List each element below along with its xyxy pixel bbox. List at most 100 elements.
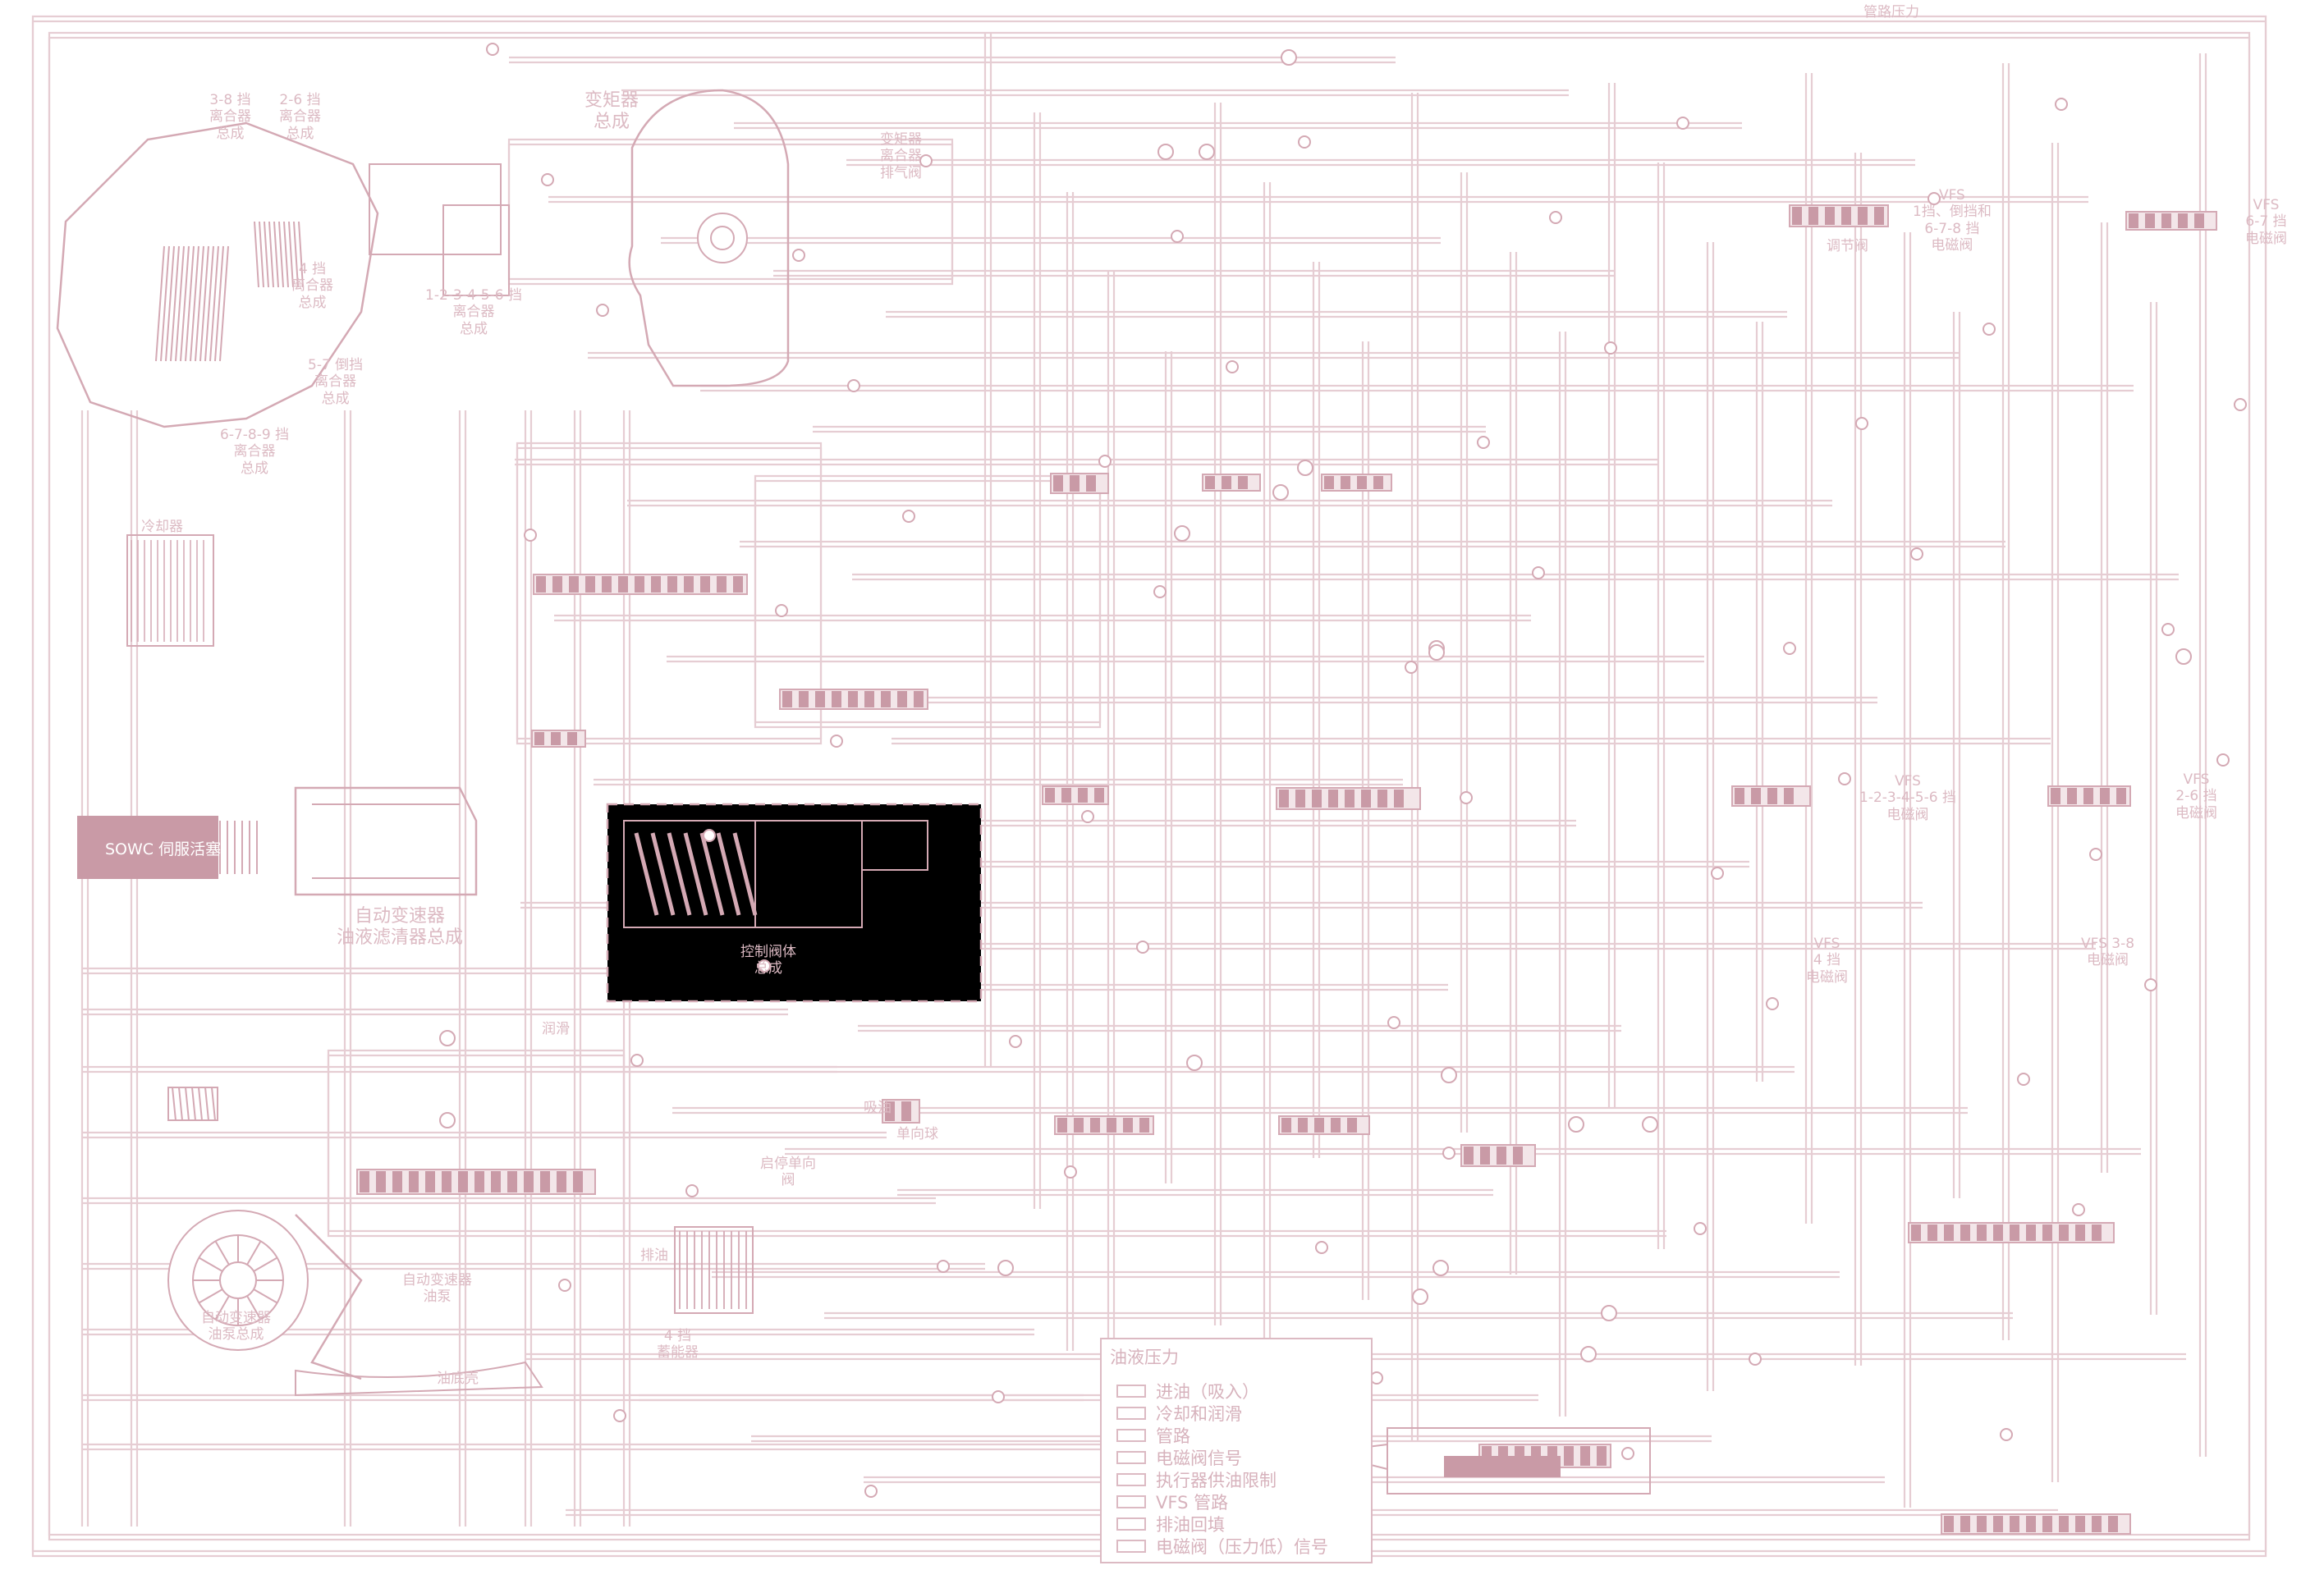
check-ball — [1186, 1055, 1203, 1071]
spool-land — [425, 1171, 435, 1192]
hydraulic-line — [204, 1087, 209, 1121]
legend-swatch — [1116, 1540, 1146, 1553]
hydraulic-line — [198, 1288, 223, 1304]
hydraulic-line — [253, 1288, 278, 1304]
line-marker — [919, 154, 933, 167]
hydraulic-line — [716, 832, 741, 916]
label-clutch-57: 5-7 倒挡离合器总成 — [308, 357, 364, 407]
label-clutch-123456: 1-2-3-4-5-6 挡离合器总成 — [425, 287, 522, 337]
hydraulic-line — [214, 1295, 230, 1321]
spool-land — [1078, 788, 1088, 803]
hydraulic-line — [628, 89, 790, 387]
accumulator-4 — [674, 1226, 754, 1314]
hydraulic-line — [278, 221, 284, 288]
legend-swatch — [1116, 1451, 1146, 1464]
spool-land — [552, 576, 562, 593]
spool-land — [1361, 790, 1371, 808]
spool-land — [897, 691, 907, 707]
line-marker — [1442, 1147, 1455, 1160]
hydraulic-line — [198, 1087, 203, 1121]
spool-land — [2026, 1516, 2036, 1532]
hydraulic-line — [327, 1054, 626, 1238]
label-oil-pan: 油底壳 — [437, 1371, 479, 1387]
line-marker — [1983, 323, 1996, 336]
spool-land — [2116, 788, 2126, 804]
legend-swatch — [1116, 1517, 1146, 1531]
spool-land — [2067, 788, 2077, 804]
line-marker — [558, 1279, 571, 1292]
legend-row: 冷却和润滑 — [1116, 1401, 1242, 1426]
hydraulic-line — [48, 36, 2251, 1541]
hydraulic-line — [634, 832, 659, 916]
spool-land — [1808, 207, 1818, 225]
spool-land — [2145, 213, 2155, 228]
spool-land — [832, 691, 841, 707]
line-marker — [2161, 623, 2175, 636]
label-accumulator-4: 4 挡蓄能器 — [657, 1328, 699, 1362]
hydraulic-line — [264, 221, 269, 288]
hydraulic-line — [155, 245, 165, 362]
hydraulic-line — [246, 1240, 262, 1266]
spool-land — [1944, 1516, 1954, 1532]
legend-label: 执行器供油限制 — [1156, 1471, 1277, 1490]
spool-land — [1960, 1224, 1970, 1241]
oil-pump-center — [219, 1261, 257, 1299]
spool-land — [1279, 790, 1289, 808]
hydraulic-line — [295, 1361, 543, 1397]
spool-land — [1061, 788, 1071, 803]
spool-land — [1341, 476, 1350, 489]
spool-valve — [1054, 1115, 1154, 1135]
spool-land — [782, 691, 792, 707]
check-ball — [439, 1030, 456, 1046]
line-marker — [1009, 1035, 1022, 1048]
hydraulic-line — [185, 1087, 190, 1121]
clutch-housing — [442, 204, 510, 296]
legend-label: 排油回填 — [1156, 1515, 1225, 1535]
hydraulic-line — [180, 245, 190, 362]
line-marker — [1694, 1222, 1707, 1235]
spool-land — [1841, 207, 1851, 225]
spool-land — [1858, 207, 1868, 225]
spool-land — [2194, 213, 2204, 228]
hydraulic-line — [198, 1256, 223, 1272]
legend-label: 冷却和润滑 — [1156, 1404, 1242, 1424]
spool-land — [1107, 1118, 1116, 1133]
spool-land — [1324, 476, 1334, 489]
hydraulic-line — [754, 479, 1102, 729]
line-marker — [596, 304, 609, 317]
legend-row: 排油回填 — [1116, 1512, 1225, 1536]
hydraulic-line — [214, 1240, 230, 1266]
legend-label: 电磁阀（压力低）信号 — [1156, 1537, 1328, 1557]
spool-land — [534, 732, 544, 745]
label-pump-assembly: 自动变速器油泵总成 — [201, 1310, 271, 1343]
line-marker — [703, 829, 716, 842]
hydraulic-line — [246, 1295, 262, 1321]
spool-land — [1347, 1118, 1357, 1133]
hydraulic-line — [283, 221, 289, 288]
legend-row: VFS 管路 — [1116, 1490, 1228, 1514]
spool-land — [1123, 1118, 1133, 1133]
spool-land — [392, 1171, 402, 1192]
spool-land — [602, 576, 612, 593]
spool-land — [585, 576, 595, 593]
pressure-legend: 油液压力 进油（吸入） 冷却和润滑 管路 电磁阀信号 执行器供油限制 VFS 管… — [1100, 1338, 1373, 1563]
label-filter: 自动变速器油液滤清器总成 — [337, 906, 464, 949]
hydraulic-line — [295, 1214, 363, 1380]
hydraulic-line — [667, 832, 692, 916]
spool-land — [409, 1171, 419, 1192]
spool-land — [2129, 213, 2138, 228]
label-exhaust: 排油 — [640, 1247, 668, 1264]
main-regulator — [1387, 1427, 1651, 1494]
check-ball — [1157, 144, 1174, 160]
clutch-housing — [369, 163, 502, 255]
check-ball — [1281, 49, 1297, 66]
hydraulic-line — [254, 221, 259, 288]
line-marker — [1298, 135, 1311, 149]
legend-row: 进油（吸入） — [1116, 1379, 1259, 1403]
spool-land — [1057, 1118, 1067, 1133]
torque-converter-shaft — [710, 226, 735, 250]
hydraulic-line — [288, 221, 294, 288]
line-marker — [1064, 1165, 1077, 1179]
